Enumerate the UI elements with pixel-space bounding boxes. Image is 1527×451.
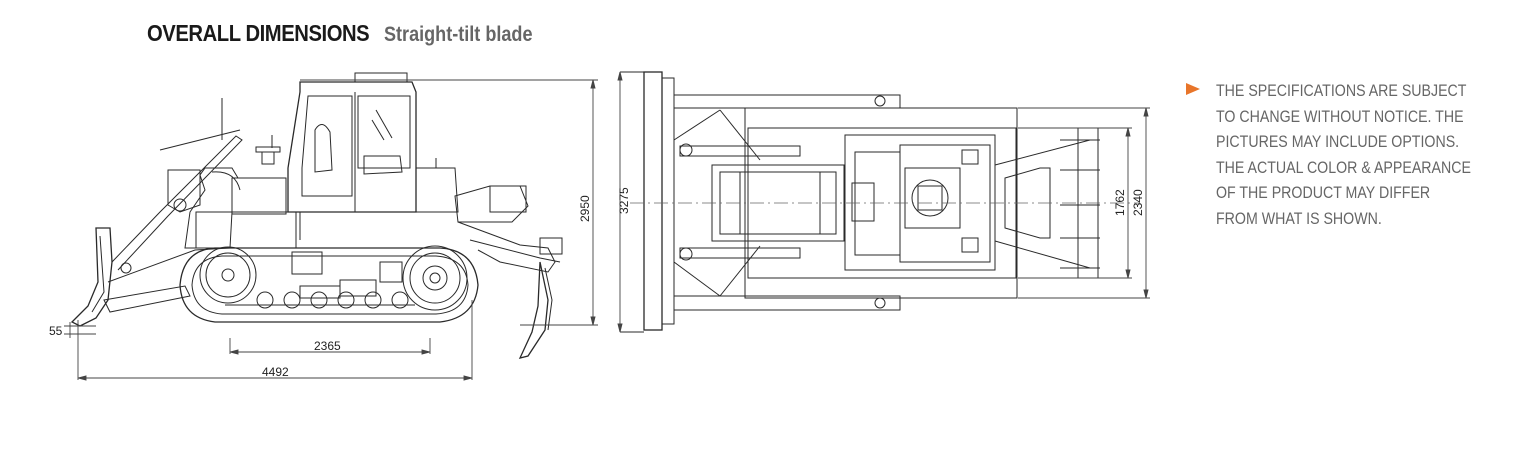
operator-cab — [287, 72, 417, 240]
dim-overall-length: 4492 — [262, 365, 289, 379]
dim-wheelbase: 2365 — [314, 339, 341, 353]
top-view-drawing — [617, 71, 1150, 333]
section-subtitle: Straight-tilt blade — [383, 23, 533, 46]
disclaimer-line: OF THE PRODUCT MAY DIFFER — [1216, 184, 1431, 202]
blade-assembly — [70, 98, 243, 327]
disclaimer-notice: THE SPECIFICATIONS ARE SUBJECT TO CHANGE… — [1186, 79, 1506, 232]
ripper — [457, 221, 563, 359]
orange-triangle-icon — [1186, 83, 1200, 95]
track-assembly — [179, 245, 479, 323]
side-view-drawing — [64, 72, 598, 381]
track-rollers — [256, 251, 409, 309]
dim-track-gauge: 1762 — [1113, 189, 1127, 216]
side-dimension-lines — [64, 79, 598, 381]
section-title: OVERALL DIMENSIONS — [147, 20, 370, 46]
disclaimer-line: TO CHANGE WITHOUT NOTICE. THE — [1216, 107, 1464, 126]
engine-hood — [167, 135, 297, 249]
dim-height: 2950 — [578, 195, 592, 222]
disclaimer-line: PICTURES MAY INCLUDE OPTIONS. — [1216, 133, 1460, 151]
disclaimer-line: THE ACTUAL COLOR & APPEARANCE — [1216, 158, 1471, 177]
dim-overall-width: 2340 — [1131, 189, 1145, 216]
rear-body — [415, 158, 529, 223]
disclaimer-line: THE SPECIFICATIONS ARE SUBJECT — [1216, 82, 1467, 100]
dim-blade-width: 3275 — [617, 187, 631, 214]
disclaimer-line: FROM WHAT IS SHOWN. — [1216, 209, 1382, 228]
top-dimension-lines — [617, 71, 1150, 333]
dim-ground-clearance: 55 — [49, 324, 63, 338]
section-header: OVERALL DIMENSIONS Straight-tilt blade — [147, 20, 556, 47]
top-blade — [620, 71, 675, 333]
top-cab — [844, 134, 996, 271]
